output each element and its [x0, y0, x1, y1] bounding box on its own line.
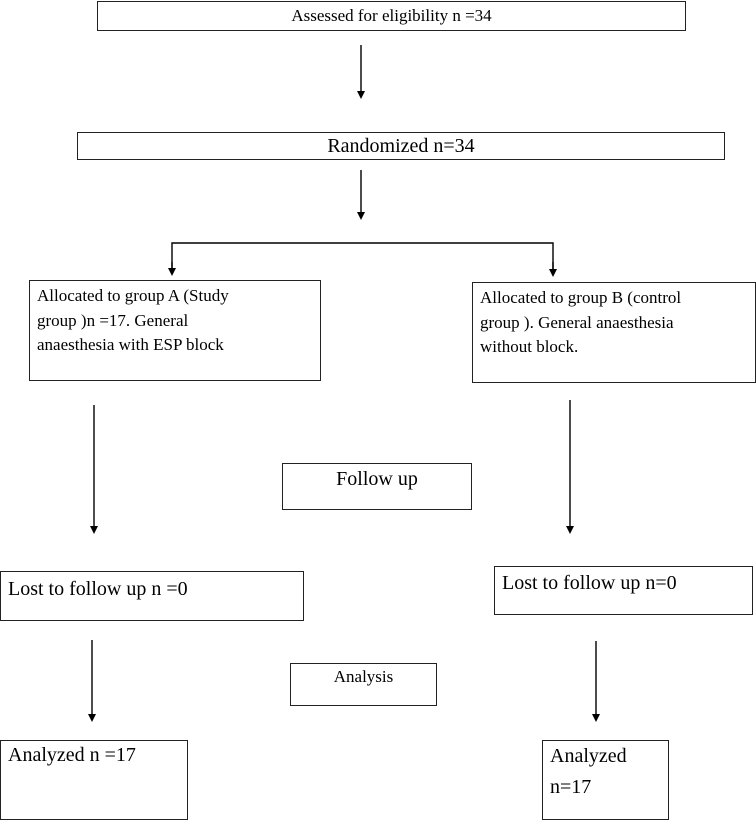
group-b-box	[472, 282, 756, 383]
analysis-label: Analysis	[333, 667, 394, 686]
assessed-label: Assessed for eligibility n =34	[291, 6, 492, 25]
lost-b-label: Lost to follow up n=0	[502, 572, 677, 594]
lost-b-box	[494, 566, 753, 615]
group-b-label: Allocated to group B (control group ). G…	[480, 288, 682, 357]
follow-up-label: Follow up	[336, 468, 418, 490]
split-connector	[171, 242, 554, 273]
follow-up-box	[282, 463, 472, 510]
lost-a-label: Lost to follow up n =0	[8, 578, 188, 600]
analyzed-b-box	[542, 740, 669, 820]
lost-a-box	[0, 571, 304, 621]
randomized-box	[77, 132, 725, 160]
group-a-box	[29, 280, 321, 381]
analyzed-a-label: Analyzed n =17	[8, 744, 136, 766]
analyzed-a-box	[0, 740, 188, 820]
randomized-label: Randomized n=34	[327, 135, 475, 157]
analysis-box	[290, 663, 437, 706]
analyzed-b-label: Analyzed n=17	[550, 745, 627, 798]
group-a-label: Allocated to group A (Study group )n =17…	[37, 286, 229, 355]
assessed-box	[97, 1, 686, 31]
